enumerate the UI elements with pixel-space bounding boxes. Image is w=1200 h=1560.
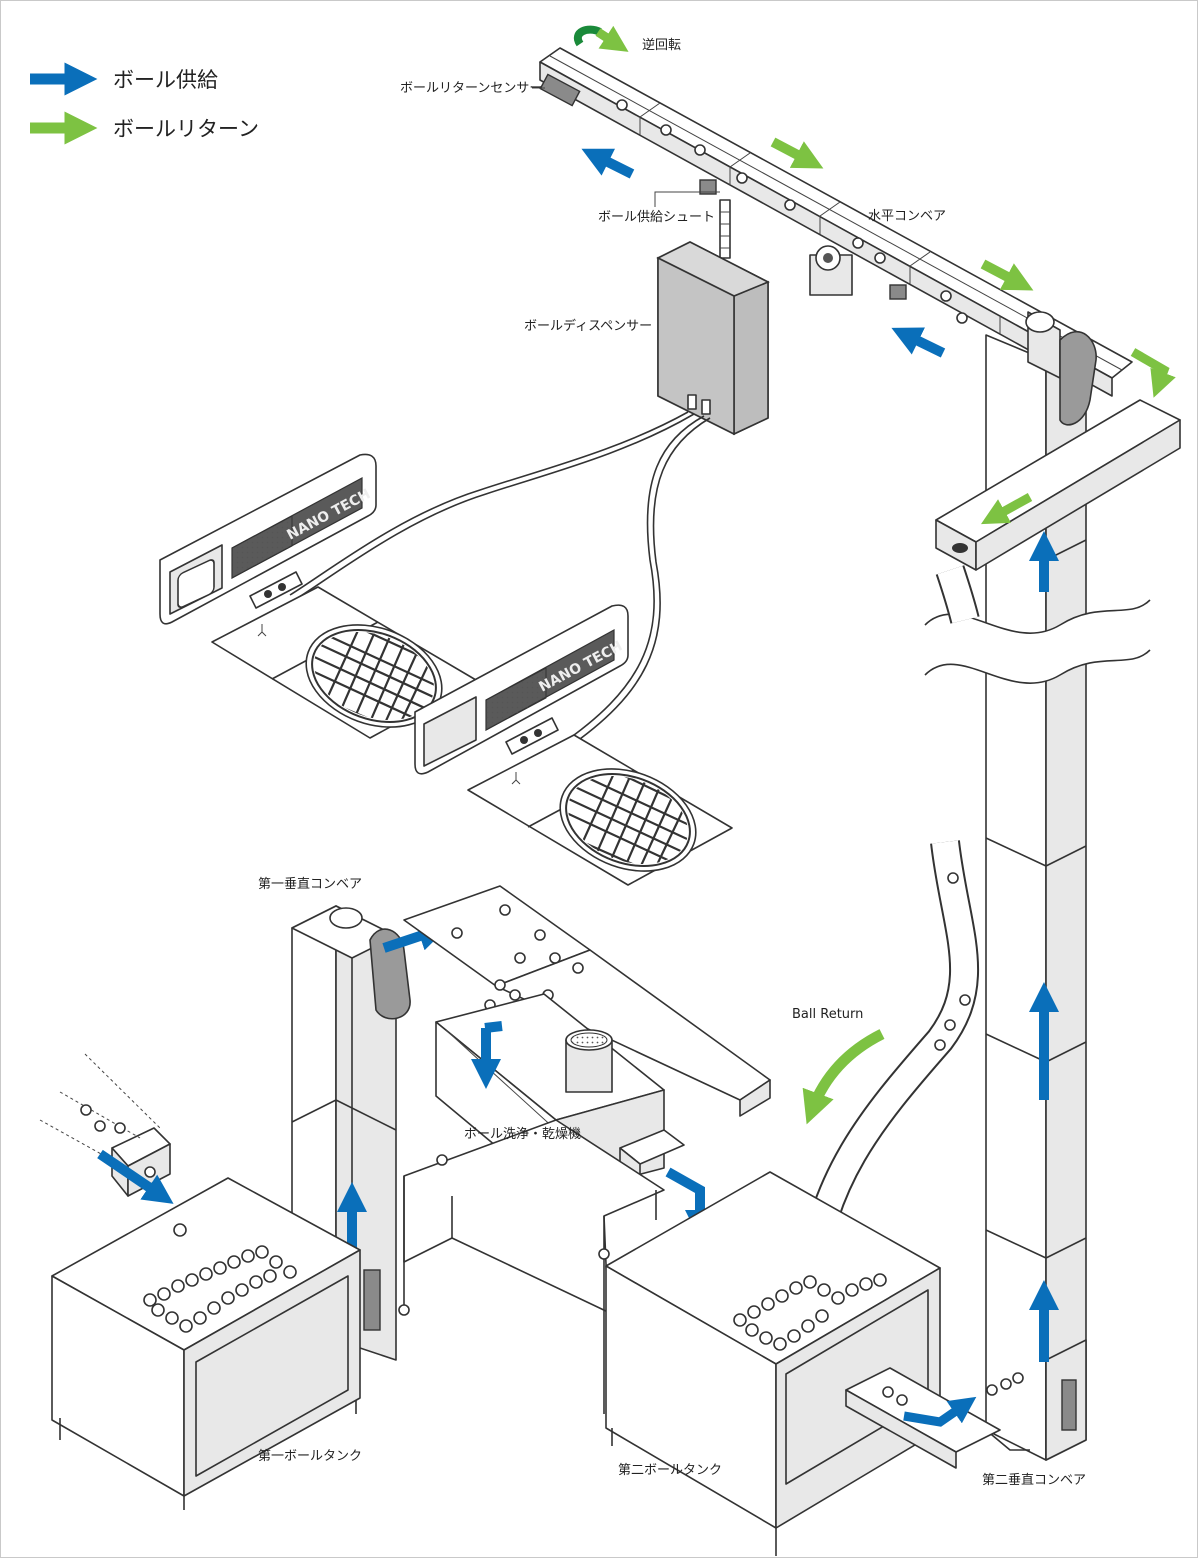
supply-arrow-h2 <box>891 327 946 358</box>
legend: ボール供給 ボールリターン <box>30 62 259 145</box>
return-arrow-h2 <box>980 259 1034 291</box>
supply-arrow-into-washer <box>484 1021 503 1033</box>
conveyor-motor <box>809 245 853 296</box>
label-return-sensor: ボールリターンセンサー <box>400 81 542 96</box>
supply-arrow-into-tank1 <box>97 1149 174 1204</box>
ball-return-arrow <box>802 1029 885 1125</box>
label-ball-return: Ball Return <box>792 1007 863 1022</box>
ball-dispenser <box>656 241 770 436</box>
supply-hoses <box>289 411 711 750</box>
legend-return-label: ボールリターン <box>113 117 259 141</box>
first-ball-tank <box>39 1053 361 1510</box>
legend-supply-label: ボール供給 <box>113 68 218 92</box>
label-first-tank: 第一ボールタンク <box>258 1449 362 1464</box>
label-supply-chute: ボール供給シュート <box>598 210 715 225</box>
label-reverse: 逆回転 <box>642 37 681 53</box>
horizontal-conveyor <box>539 47 1133 397</box>
return-arrow-trough <box>980 493 1033 525</box>
second-ball-tank <box>605 1171 1024 1556</box>
return-arrow-h1 <box>770 137 824 169</box>
label-second-vertical: 第二垂直コンベア <box>982 1473 1086 1488</box>
tee-station-1: NANO TECH <box>159 453 477 739</box>
label-second-tank: 第二ボールタンク <box>618 1463 722 1478</box>
washer-dryer <box>398 993 685 1414</box>
label-horizontal-conveyor: 水平コンベア <box>868 209 946 224</box>
supply-arrow-h1 <box>581 148 635 179</box>
dryer-fan <box>565 1029 613 1093</box>
supply-chute <box>719 199 731 259</box>
label-washer-dryer: ボール洗浄・乾燥機 <box>464 1127 581 1142</box>
reverse-rotation-arrow <box>574 25 629 52</box>
label-first-vertical: 第一垂直コンベア <box>258 877 362 892</box>
supply-arrow-tank2-out <box>903 1396 977 1427</box>
return-arrow-corner <box>1130 348 1176 398</box>
return-sensor-box <box>539 73 581 107</box>
ball-return-hose <box>795 565 980 1292</box>
second-vertical-conveyor <box>924 311 1181 1461</box>
label-dispenser: ボールディスペンサー <box>524 318 652 334</box>
tee-station-2: NANO TECH <box>414 604 733 886</box>
